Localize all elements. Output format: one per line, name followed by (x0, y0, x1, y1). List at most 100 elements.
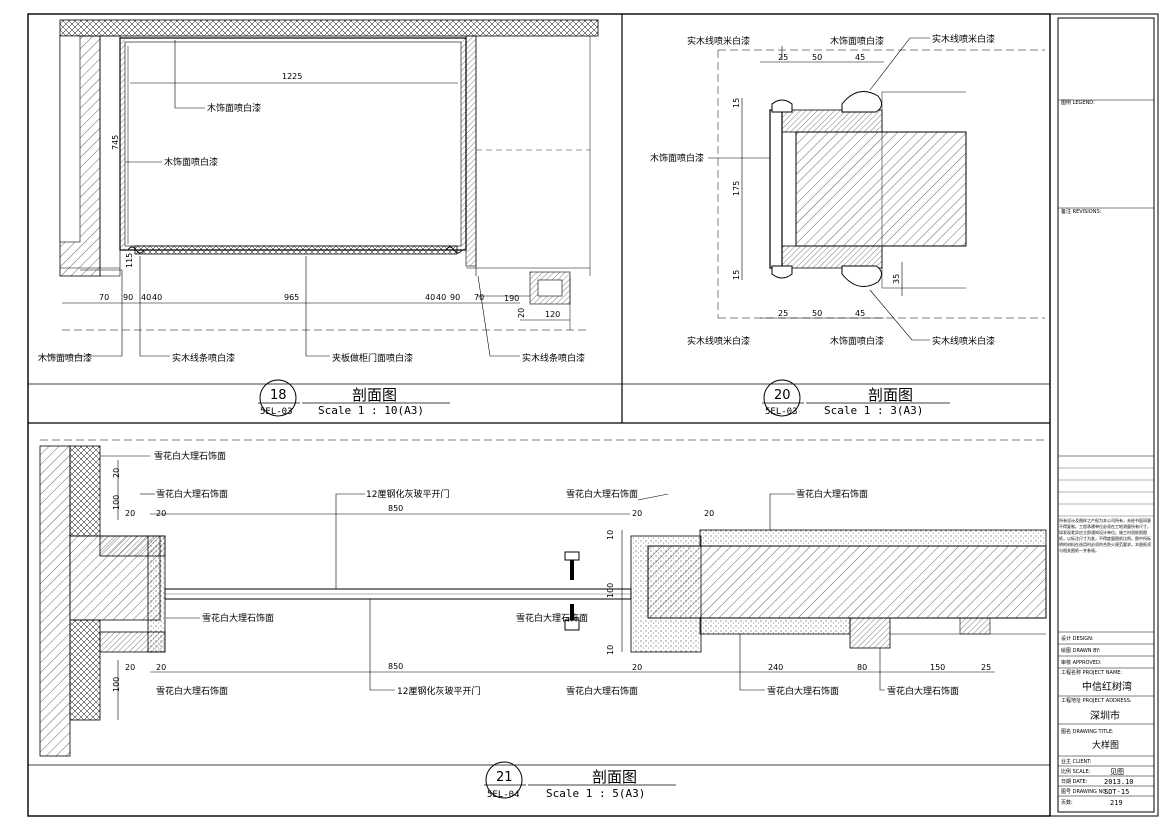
dim-70-left: 70 (99, 293, 109, 302)
label-21-marble-2: 雪花白大理石饰面 (156, 488, 228, 500)
scale-value: 见图 (1110, 768, 1124, 776)
dim-150: 150 (930, 663, 945, 672)
label-21-glass-bottom: 12厘钢化灰玻平开门 (397, 685, 480, 697)
dim-10-b: 10 (606, 645, 615, 655)
page-value: 219 (1110, 799, 1123, 807)
dim-50-bottom: 50 (812, 309, 822, 318)
project-address-label: 工程地址 PROJECT ADDRESS: (1061, 697, 1132, 704)
detail-18-title-text: 剖面图 (352, 386, 397, 404)
dim-90-right: 90 (450, 293, 460, 302)
detail-21-title-text: 剖面图 (592, 768, 637, 786)
dim-15-top: 15 (732, 98, 741, 108)
label-20-bottom-mid: 木饰面喷白漆 (830, 335, 884, 347)
dim-20-a: 20 (112, 468, 121, 478)
dim-20-f: 20 (632, 509, 642, 518)
detail-21-sheet-ref: 5EL-04 (487, 790, 520, 800)
detail-18-sheet-ref: 5EL-03 (260, 407, 293, 417)
label-21-marble-3: 雪花白大理石饰面 (566, 488, 638, 500)
dim-850-top: 850 (388, 504, 403, 513)
dim-50-top: 50 (812, 53, 822, 62)
dim-25-21: 25 (981, 663, 991, 672)
drawing-no-label: 图号 DRAWING NO: (1061, 789, 1108, 795)
dim-965: 965 (284, 293, 299, 302)
label-21-marble-4: 雪花白大理石饰面 (796, 488, 868, 500)
inner-frame (27, 13, 1051, 817)
dim-100-b: 100 (112, 677, 121, 692)
dim-20-h: 20 (632, 663, 642, 672)
label-wood-top: 木饰面喷白漆 (207, 102, 261, 114)
label-20-top-left: 实木线喷米白漆 (687, 35, 750, 47)
label-21-marble-8: 雪花白大理石饰面 (566, 685, 638, 697)
dim-1225: 1225 (282, 72, 302, 81)
label-solid-right: 实木线条喷白漆 (522, 352, 585, 364)
dim-80: 80 (857, 663, 867, 672)
detail-21-title: 21 5EL-04 剖面图 Scale 1 : 5(A3) (484, 761, 676, 800)
drawing-no: SDT-15 (1104, 788, 1129, 796)
dim-115: 115 (125, 253, 134, 268)
label-wood-mid: 木饰面喷白漆 (164, 156, 218, 168)
detail-20-labels: 实木线喷米白漆 木饰面喷白漆 实木线喷米白漆 木饰面喷白漆 实木线喷米白漆 木饰… (650, 33, 995, 347)
dim-70-right: 70 (474, 293, 484, 302)
detail-20-number: 20 (774, 388, 791, 403)
dim-40-c: 40 (425, 293, 435, 302)
label-20-top-mid: 木饰面喷白漆 (830, 35, 884, 47)
label-solid-mid: 实木线条喷白漆 (172, 352, 235, 364)
dim-20-b: 20 (125, 509, 135, 518)
drawn-label: 绘图 DRAWN BY: (1061, 647, 1101, 654)
client-label: 业主 CLIENT: (1061, 758, 1092, 765)
dim-25-bottom: 25 (778, 309, 788, 318)
label-20-bottom-left: 实木线喷米白漆 (687, 335, 750, 347)
label-20-bottom-right: 实木线喷米白漆 (932, 335, 995, 347)
detail-21-number: 21 (496, 770, 513, 785)
project-address: 深圳市 (1090, 709, 1120, 722)
label-21-marble-1: 雪花白大理石饰面 (154, 450, 226, 462)
revisions-label: 备注 REVISIONS: (1061, 208, 1102, 215)
label-21-glass-top: 12厘钢化灰玻平开门 (366, 488, 449, 500)
detail-20-title: 20 5EL-03 剖面图 Scale 1 : 3(A3) (762, 379, 950, 417)
dim-850-bottom: 850 (388, 662, 403, 671)
dim-745: 745 (111, 135, 120, 150)
label-20-left: 木饰面喷白漆 (650, 152, 704, 164)
approved-label: 审核 APPROVED: (1061, 659, 1102, 666)
dim-175: 175 (732, 181, 741, 196)
drawing-title: 大样图 (1092, 739, 1119, 751)
label-21-marble-6: 雪花白大理石饰面 (516, 612, 588, 624)
detail-21-section (39, 439, 1047, 757)
detail-18-scale: Scale 1 : 10(A3) (318, 404, 424, 417)
label-21-marble-10: 雪花白大理石饰面 (887, 685, 959, 697)
drawing-title-label: 图名 DRAWING TITLE: (1061, 728, 1114, 735)
detail-18-title: 18 5EL-03 剖面图 Scale 1 : 10(A3) (258, 379, 450, 417)
label-20-top-right: 实木线喷米白漆 (932, 33, 995, 45)
project-name: 中信红树湾 (1082, 680, 1132, 693)
detail-20-sheet-ref: 5EL-03 (765, 407, 798, 417)
dim-90-left: 90 (123, 293, 133, 302)
dim-20-g: 20 (704, 509, 714, 518)
dim-20-e: 20 (156, 663, 166, 672)
title-block: 图例 LEGEND: 备注 REVISIONS: 所有设计及图样之产权为本公司所… (1057, 17, 1155, 813)
detail-21-labels: 雪花白大理石饰面 雪花白大理石饰面 12厘钢化灰玻平开门 雪花白大理石饰面 雪花… (154, 450, 959, 697)
dim-120: 120 (545, 310, 560, 319)
label-21-marble-9: 雪花白大理石饰面 (767, 685, 839, 697)
dim-240: 240 (768, 663, 783, 672)
detail-18-dimensions: 1225 745 115 965 70 90 40 40 40 40 90 70… (99, 72, 560, 319)
label-wood-left: 木饰面喷白漆 (38, 352, 92, 364)
scale-label: 比例 SCALE: (1061, 768, 1091, 775)
dim-20: 20 (517, 308, 526, 318)
general-notes: 所有设计及图样之产权为本公司所有，未经书面同意不得复制。工程承建单位必须在工地测… (1059, 518, 1151, 553)
dim-40-a: 40 (141, 293, 151, 302)
notes-block: 所有设计及图样之产权为本公司所有，未经书面同意不得复制。工程承建单位必须在工地测… (1059, 518, 1151, 553)
detail-21-scale: Scale 1 : 5(A3) (546, 787, 645, 800)
label-plywood: 夹板做柜门面喷白漆 (332, 352, 413, 364)
project-name-label: 工程名称 PROJECT NAME: (1061, 669, 1122, 676)
detail-21-dimensions: 850 850 20 100 20 20 20 100 20 20 20 20 … (112, 468, 991, 692)
detail-18-section (38, 19, 599, 357)
detail-18-labels: 木饰面喷白漆 木饰面喷白漆 木饰面喷白漆 实木线条喷白漆 夹板做柜门面喷白漆 实… (38, 102, 585, 364)
label-21-marble-7: 雪花白大理石饰面 (156, 685, 228, 697)
date-label: 日期 DATE: (1061, 779, 1088, 785)
detail-20-dimensions: 25 50 45 25 50 45 15 175 15 35 (732, 53, 901, 318)
dim-25-top: 25 (778, 53, 788, 62)
dim-40-d: 40 (436, 293, 446, 302)
legend-label: 图例 LEGEND: (1061, 99, 1095, 106)
dim-35: 35 (892, 274, 901, 284)
